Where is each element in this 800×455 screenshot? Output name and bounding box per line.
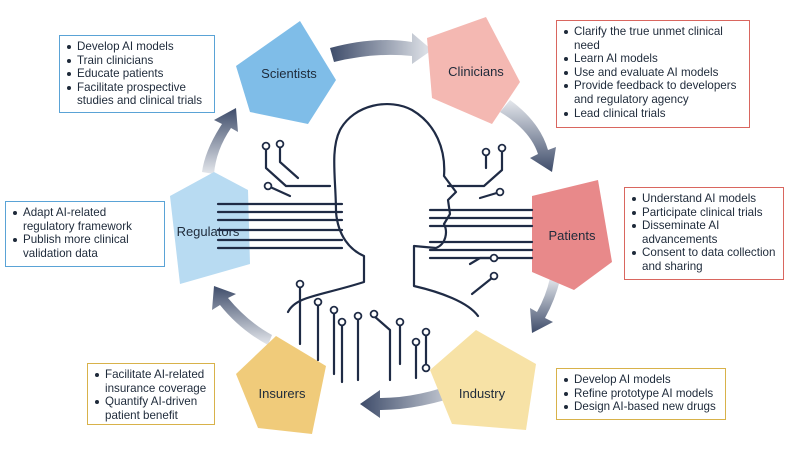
regulators-node [170, 172, 250, 284]
patients-role-item: Disseminate AI advancements [631, 219, 777, 246]
head-outline [333, 103, 480, 318]
neck-back [286, 210, 366, 314]
patients-role-item: Consent to data collection and sharing [631, 246, 777, 273]
clinicians-role-item: Provide feedback to developers and regul… [563, 79, 743, 106]
arrow-scientists-to-clinicians [330, 33, 432, 64]
scientists-role-item: Educate patients [66, 67, 208, 81]
cycle-arrows [202, 33, 560, 418]
scientists-role-item: Develop AI models [66, 40, 208, 54]
arrow-patients-to-industry [530, 278, 560, 333]
regulators-role-item: Publish more clinical validation data [12, 233, 158, 260]
industry-label: Industry [459, 386, 506, 401]
insurers-role-item: Quantify AI-driven patient benefit [94, 395, 208, 422]
arrow-insurers-to-regulators [212, 286, 272, 345]
stakeholder-shapes [170, 17, 612, 434]
patients-role-item: Participate clinical trials [631, 206, 777, 220]
scientists-role-item: Train clinicians [66, 54, 208, 68]
industry-role-item: Refine prototype AI models [563, 387, 719, 401]
patients-role-item: Understand AI models [631, 192, 777, 206]
ai-head-illustration [216, 103, 534, 384]
clinicians-role-item: Clarify the true unmet clinical need [563, 25, 743, 52]
insurers-node [236, 336, 326, 434]
industry-role-item: Develop AI models [563, 373, 719, 387]
regulators-role-item: Adapt AI-related regulatory framework [12, 206, 158, 233]
industry-role-item: Design AI-based new drugs [563, 400, 719, 414]
arrow-clinicians-to-patients [500, 100, 556, 172]
clinicians-label: Clinicians [448, 64, 504, 79]
circuit-terminals [261, 139, 507, 373]
patients-node [532, 180, 612, 290]
clinicians-role-item: Lead clinical trials [563, 107, 743, 121]
scientists-node [236, 21, 336, 124]
industry-node [430, 330, 536, 430]
scientists-label: Scientists [261, 66, 317, 81]
regulators-label: Regulators [177, 224, 240, 239]
insurers-label: Insurers [259, 386, 306, 401]
clinicians-node [427, 17, 520, 124]
clinicians-role-item: Use and evaluate AI models [563, 66, 743, 80]
insurers-role-item: Facilitate AI-related insurance coverage [94, 368, 208, 395]
clinicians-role-item: Learn AI models [563, 52, 743, 66]
insurers-roles-box: Facilitate AI-related insurance coverage… [87, 363, 215, 425]
arrow-regulators-to-scientists [202, 108, 238, 174]
patients-label: Patients [549, 228, 596, 243]
scientists-role-item: Facilitate prospective studies and clini… [66, 81, 208, 108]
